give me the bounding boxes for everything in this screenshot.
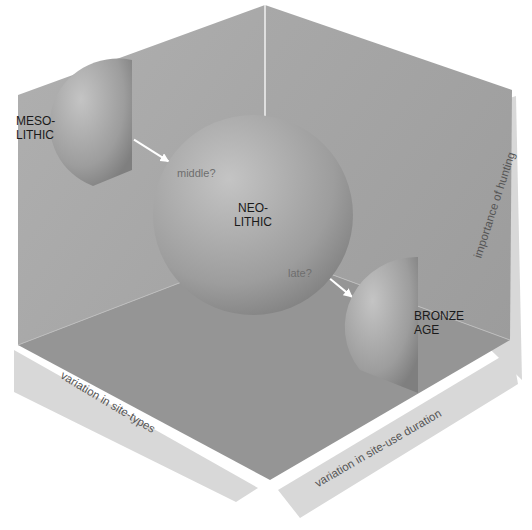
node-outline: [88, 58, 134, 192]
axis-label: importance of hunting: [472, 151, 518, 260]
axis-label: variation in site-types: [59, 369, 158, 435]
axis-label: variation in site-use duration: [313, 407, 444, 489]
period-label: NEO- LITHIC: [229, 201, 277, 229]
transition-arrow: [330, 279, 352, 297]
period-label: MESO- LITHIC: [16, 114, 72, 142]
transition-arrow: [134, 140, 169, 162]
node-outline: [352, 255, 420, 395]
edge-label: late?: [288, 267, 312, 280]
mesolithic-quarter-sphere: MESO- LITHIC: [88, 58, 134, 192]
neolithic-sphere: NEO- LITHIC: [153, 115, 353, 315]
period-label: BRONZE AGE: [414, 309, 474, 337]
edge-label: middle?: [177, 167, 216, 180]
bronze-age-half-sphere: BRONZE AGE: [352, 255, 420, 395]
